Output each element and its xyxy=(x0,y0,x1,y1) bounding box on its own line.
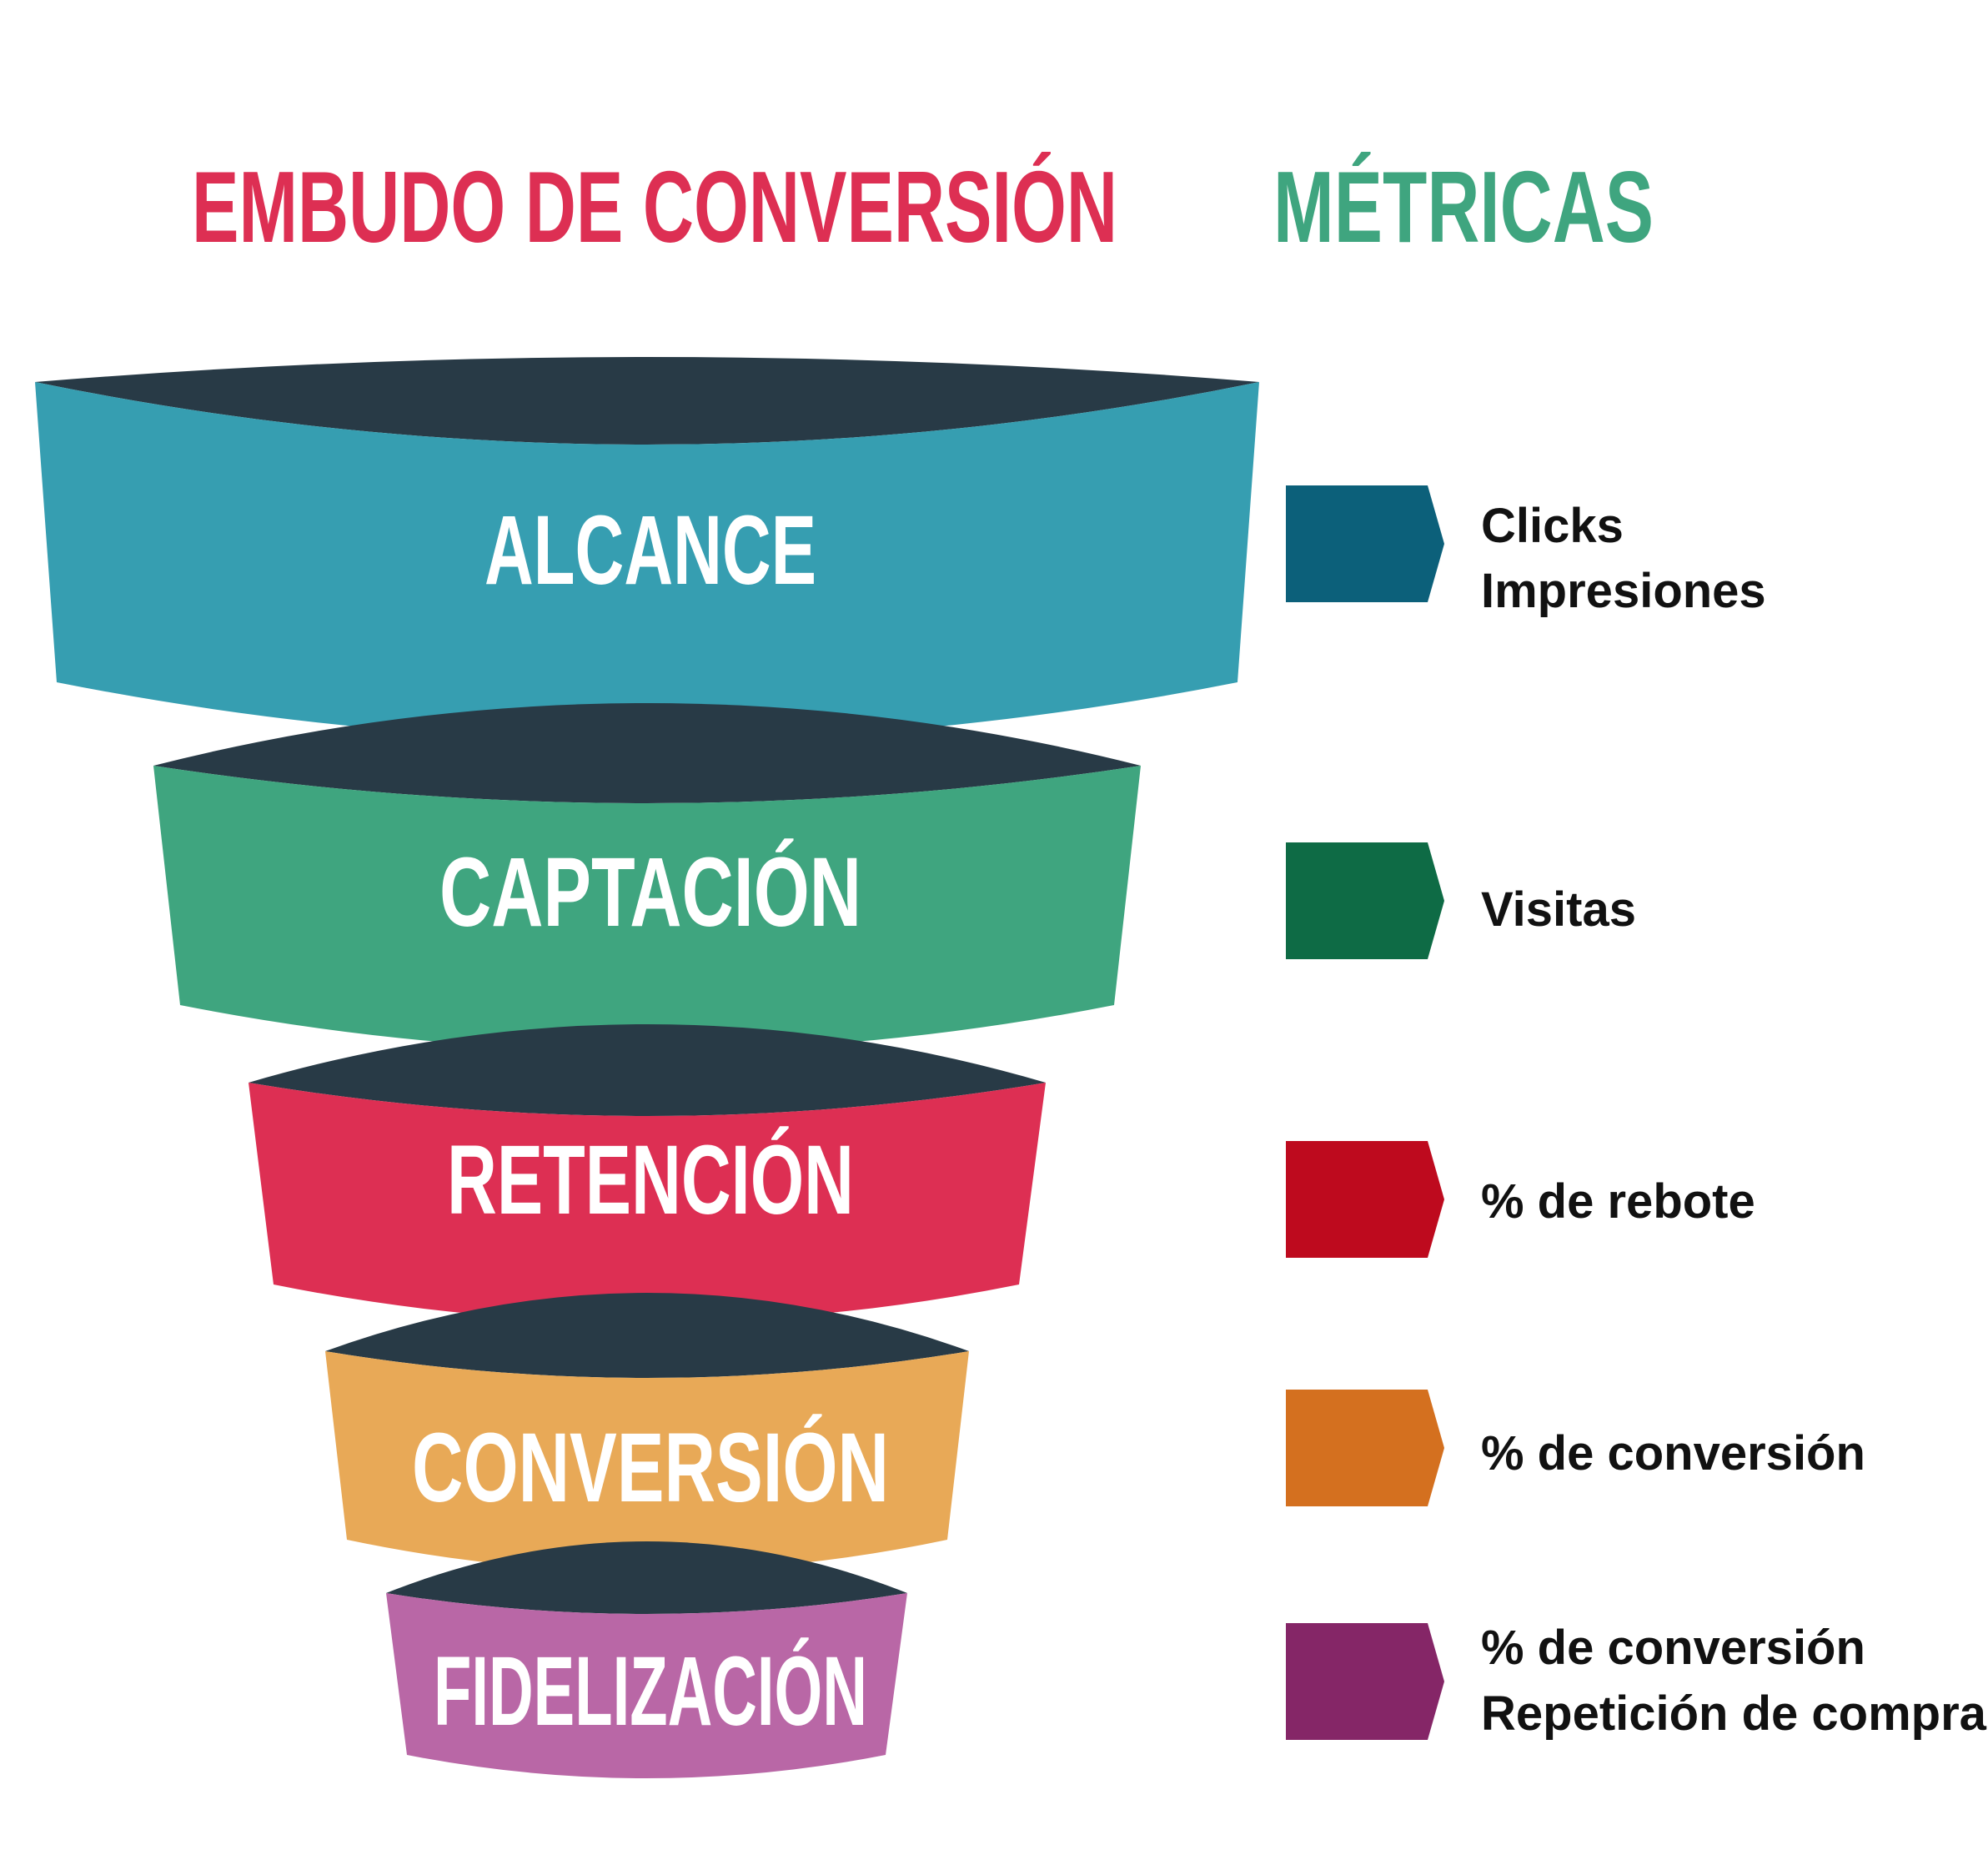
metric-label: Impresiones xyxy=(1481,564,1766,618)
metric-arrow-marker xyxy=(1286,485,1444,602)
funnel: ALCANCE CAPTACIÓN RETENCIÓN CONVERSIÓN FIDEL… xyxy=(35,357,1259,1778)
metric-arrow-marker xyxy=(1286,1623,1444,1740)
funnel-stage-label: FIDELIZACIÓN xyxy=(434,1636,867,1747)
funnel-rim xyxy=(325,1293,969,1378)
metric-label: % de conversión xyxy=(1481,1621,1865,1675)
funnel-rim xyxy=(386,1541,907,1614)
metric-label: Repetición de compra xyxy=(1481,1687,1987,1741)
funnel-stage-band xyxy=(325,1351,969,1571)
metric-label: % de rebote xyxy=(1481,1174,1755,1229)
metric-label: % de conversión xyxy=(1481,1426,1865,1480)
funnel-rim xyxy=(248,1024,1046,1116)
funnel-stage-band xyxy=(153,766,1141,1051)
metric-arrow-marker xyxy=(1286,842,1444,959)
metric-label: Visitas xyxy=(1481,882,1636,937)
funnel-stage-label: RETENCIÓN xyxy=(447,1125,854,1235)
funnel-stage-band xyxy=(248,1083,1046,1322)
funnel-stage-band xyxy=(386,1593,907,1778)
metric-label: Clicks xyxy=(1481,499,1624,553)
funnel-stage-band xyxy=(35,382,1259,741)
metric-arrow-marker xyxy=(1286,1390,1444,1506)
funnel-stage-label: CONVERSIÓN xyxy=(412,1413,889,1523)
metrics-title: MÉTRICAS xyxy=(1273,150,1654,264)
funnel-rim xyxy=(153,703,1141,803)
funnel-stage-label: ALCANCE xyxy=(484,495,816,606)
funnel-rim xyxy=(35,357,1259,445)
funnel-title: EMBUDO DE CONVERSIÓN xyxy=(192,150,1117,264)
funnel-stage-label: CAPTACIÓN xyxy=(439,837,861,948)
metric-arrow-marker xyxy=(1286,1141,1444,1258)
